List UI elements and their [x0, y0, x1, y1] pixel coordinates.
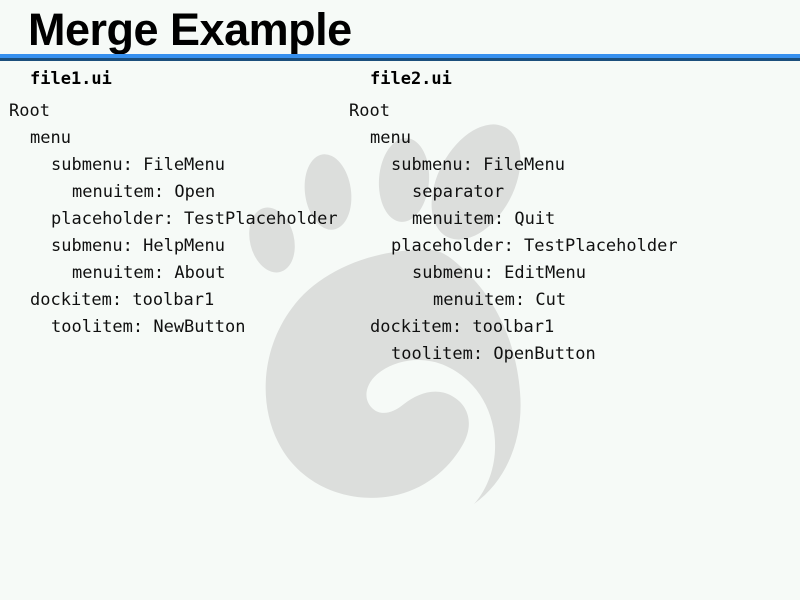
tree-line: menuitem: About — [72, 263, 226, 283]
tree-line: toolitem: NewButton — [51, 317, 246, 337]
tree-line: dockitem: toolbar1 — [30, 290, 215, 310]
tree-line: menu — [370, 128, 411, 148]
file2-tree: Root menu submenu: FileMenu separator me… — [340, 98, 800, 368]
file1-label: file1.ui — [30, 69, 112, 89]
tree-line: submenu: FileMenu — [391, 155, 565, 175]
tree-line: menu — [30, 128, 71, 148]
tree-line: placeholder: TestPlaceholder — [391, 236, 678, 256]
file1-tree: Root menu submenu: FileMenu menuitem: Op… — [0, 98, 360, 341]
tree-line: Root — [349, 101, 390, 121]
tree-line: menuitem: Cut — [433, 290, 567, 310]
title-block: Merge Example — [0, 0, 800, 58]
tree-line: menuitem: Quit — [412, 209, 556, 229]
file2-label: file2.ui — [370, 69, 452, 89]
page-title: Merge Example — [28, 4, 352, 55]
file2-column: file2.ui Root menu submenu: FileMenu sep… — [340, 68, 800, 368]
tree-line: placeholder: TestPlaceholder — [51, 209, 338, 229]
tree-line: submenu: HelpMenu — [51, 236, 225, 256]
tree-line: Root — [9, 101, 50, 121]
title-underline-rule — [0, 54, 800, 61]
tree-line: submenu: FileMenu — [51, 155, 225, 175]
file1-column: file1.ui Root menu submenu: FileMenu men… — [0, 68, 360, 341]
tree-line: submenu: EditMenu — [412, 263, 586, 283]
tree-line: menuitem: Open — [72, 182, 216, 202]
tree-line: dockitem: toolbar1 — [370, 317, 555, 337]
tree-line: toolitem: OpenButton — [391, 344, 596, 364]
tree-line: separator — [412, 182, 505, 202]
